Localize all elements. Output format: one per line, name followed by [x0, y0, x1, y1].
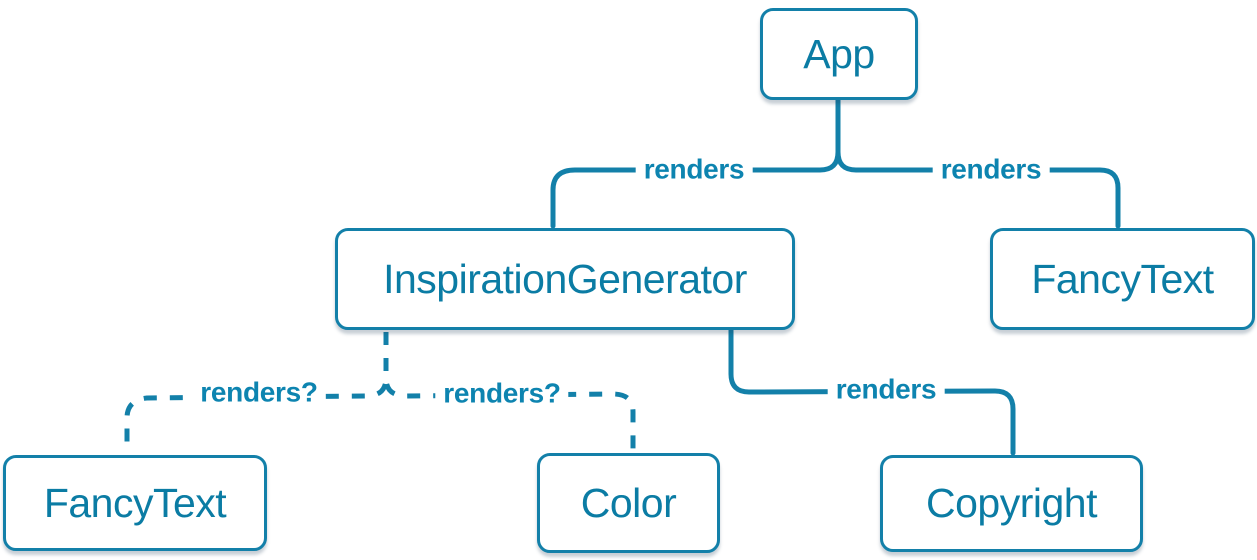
node-label-copyright: Copyright	[926, 480, 1097, 526]
label-renders-q-color: renders?	[435, 376, 569, 412]
label-renders-q-fancy-text: renders?	[192, 375, 326, 411]
node-label-color: Color	[580, 479, 677, 526]
node-label-fancy-text-bottom: FancyText	[43, 479, 227, 526]
label-renders-app-left: renders	[635, 152, 753, 188]
edge-inspiration-generator-to-color	[383, 332, 636, 451]
label-renders-copyright: renders	[827, 372, 945, 408]
node-copyright: Copyright	[880, 455, 1143, 552]
node-label-fancy-text-top: FancyText	[1031, 255, 1214, 302]
node-color: Color	[537, 453, 720, 553]
node-label-inspiration-generator: InspirationGenerator	[383, 255, 747, 302]
node-fancy-text-bottom: FancyText	[3, 455, 267, 551]
node-app: App	[760, 8, 918, 100]
node-inspiration-generator: InspirationGenerator	[335, 228, 795, 330]
node-label-app: App	[803, 30, 875, 77]
label-renders-app-right: renders	[932, 152, 1050, 188]
node-fancy-text-top: FancyText	[990, 228, 1255, 330]
